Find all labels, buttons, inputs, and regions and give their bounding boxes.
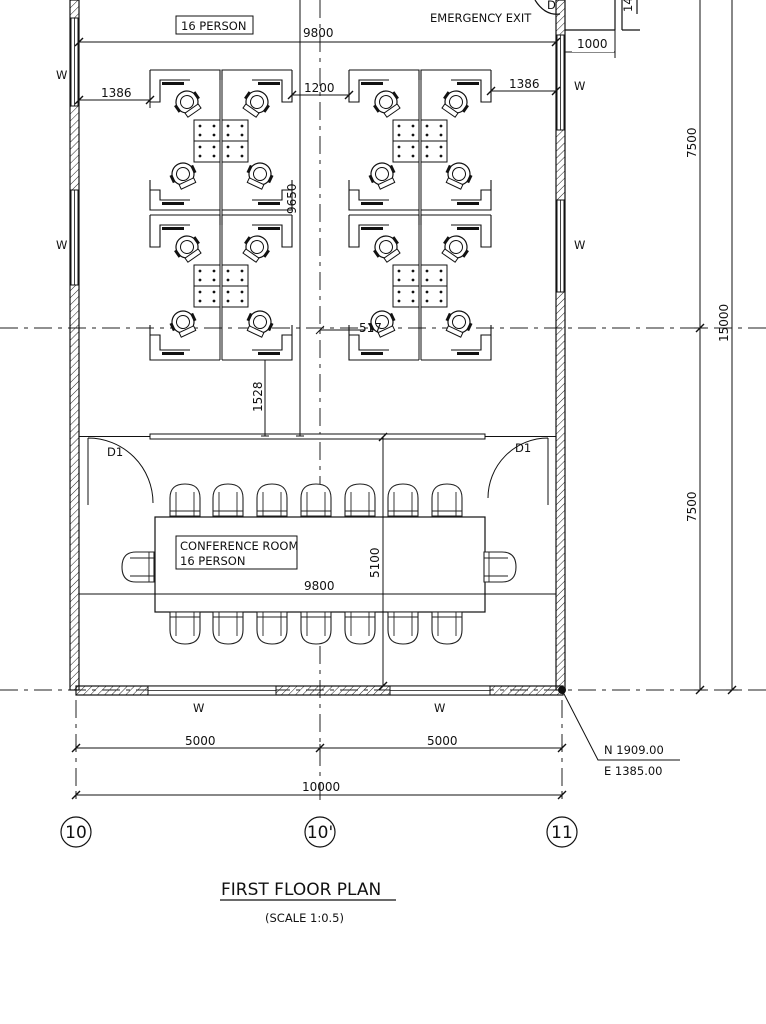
workstation-block-left — [150, 70, 292, 360]
dim-bay-right: 5000 — [427, 734, 458, 748]
dim-small: 517 — [359, 321, 382, 335]
dim-exit-offset: 1000 — [577, 37, 608, 51]
door-tag-right: D1 — [515, 441, 531, 455]
drawing-title: FIRST FLOOR PLAN — [221, 880, 381, 900]
window-tag-left-1: W — [56, 68, 67, 82]
dimension-ticks — [71, 37, 737, 800]
door-tag-left: D1 — [107, 445, 123, 459]
top-room-capacity: 16 PERSON — [181, 19, 246, 33]
coordinate-east: E 1385.00 — [604, 764, 662, 778]
conference-room-label: CONFERENCE ROOM — [180, 539, 298, 553]
dim-top-width: 9800 — [303, 26, 334, 40]
emergency-exit-label: EMERGENCY EXIT — [430, 11, 532, 25]
door-tag-top: D — [547, 0, 556, 12]
window-tag-right-1: W — [574, 79, 585, 93]
dim-total-width: 10000 — [302, 780, 340, 794]
window-tag-bottom-2: W — [434, 701, 445, 715]
exterior-walls — [69, 0, 566, 696]
dim-total-height: 15000 — [717, 304, 731, 342]
dim-right-gap: 1386 — [509, 77, 540, 91]
coordinate-north: N 1909.00 — [604, 743, 664, 757]
window-tag-right-2: W — [574, 238, 585, 252]
dimension-lines — [75, 0, 738, 799]
dim-bay-left: 5000 — [185, 734, 216, 748]
grid-bubbles — [60, 816, 578, 848]
emergency-exit-corner — [534, 0, 640, 31]
dim-aisle: 1200 — [304, 81, 335, 95]
drawing-scale: (SCALE 1:0.5) — [265, 911, 344, 925]
cut-dimension: 14 — [621, 0, 635, 12]
dim-conference-depth: 5100 — [368, 547, 382, 578]
dim-clearance: 1528 — [251, 381, 265, 412]
window-tag-left-2: W — [56, 238, 67, 252]
dim-workstation-height: 9650 — [285, 183, 299, 214]
dim-left-gap: 1386 — [101, 86, 132, 100]
dim-lower-half: 7500 — [685, 491, 699, 522]
window-tag-bottom-1: W — [193, 701, 204, 715]
coordinate-marker — [558, 686, 680, 761]
grid-label-11: 11 — [551, 823, 573, 843]
conference-partition — [79, 433, 556, 505]
conference-room-capacity: 16 PERSON — [180, 554, 245, 568]
grid-label-10-prime: 10' — [307, 823, 333, 843]
workstation-block-right — [349, 70, 491, 360]
grid-label-10: 10 — [65, 823, 87, 843]
dim-upper-half: 7500 — [685, 127, 699, 158]
dim-conference-width: 9800 — [304, 579, 335, 593]
